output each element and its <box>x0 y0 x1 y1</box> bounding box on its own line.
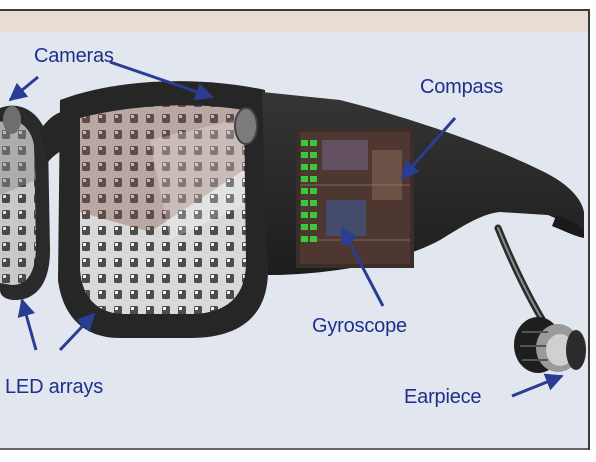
label-compass: Compass <box>420 76 503 98</box>
circuit-board <box>296 128 414 268</box>
camera-left <box>3 106 21 134</box>
label-earpiece: Earpiece <box>404 386 481 408</box>
label-led-arrays: LED arrays <box>5 376 103 398</box>
top-band <box>0 10 590 32</box>
label-cameras: Cameras <box>34 45 114 67</box>
camera-right <box>235 108 257 144</box>
label-gyroscope: Gyroscope <box>312 315 407 337</box>
